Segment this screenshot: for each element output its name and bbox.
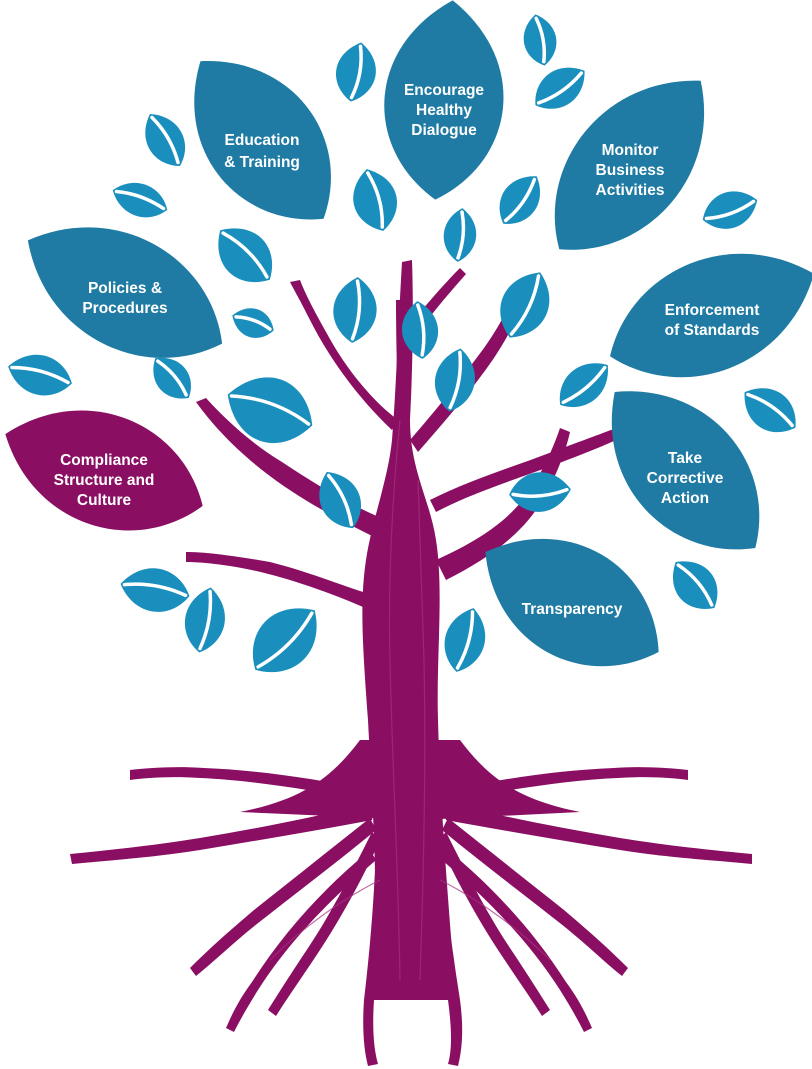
trunk-vein	[417, 479, 426, 981]
small-leaf	[319, 471, 362, 529]
leaf-label-line: Action	[661, 490, 709, 507]
small-leaf	[218, 228, 273, 283]
leaf-education-training: Education & Training	[194, 61, 331, 220]
small-leaf	[8, 354, 72, 396]
leaf-shape	[194, 61, 331, 220]
trunk-segment	[240, 740, 580, 820]
small-leaf	[232, 308, 274, 338]
small-leaf	[500, 272, 550, 338]
small-leaf	[535, 67, 585, 109]
leaf-transparency: Transparency	[485, 538, 659, 667]
leaf-label-line: Take	[668, 450, 703, 467]
leaf-label-line: Enforcement	[665, 302, 760, 319]
trunk-segment	[130, 767, 370, 800]
small-leaf	[120, 568, 190, 612]
tree-trunk-and-roots	[70, 260, 752, 1066]
trunk-segment	[442, 818, 628, 976]
small-leaf	[333, 277, 377, 343]
leaf-shape	[5, 410, 203, 531]
leaf-shape	[610, 253, 812, 378]
leaf-label-line: Business	[596, 162, 665, 179]
small-leaf	[444, 608, 486, 672]
leaf-shape	[27, 227, 223, 358]
small-leaf	[145, 114, 185, 166]
leaf-label-line: Procedures	[82, 300, 167, 317]
leaf-label-line: Structure and	[54, 472, 155, 489]
trunk-segment	[190, 818, 376, 976]
trunk-segment	[186, 552, 376, 610]
leaf-label-line: Activities	[596, 182, 665, 199]
trunk-segment	[442, 850, 592, 1032]
leaf-shape	[485, 538, 659, 667]
small-leaf	[673, 561, 718, 609]
small-leaf	[523, 14, 557, 66]
leaf-label-line: Encourage	[404, 82, 484, 99]
trunk-segment	[290, 280, 398, 430]
trunk-segment	[430, 848, 463, 1066]
leaf-label-line: Education	[225, 132, 300, 149]
small-leaf	[353, 169, 398, 231]
small-leaf	[443, 208, 477, 262]
leaf-label-line: Culture	[77, 492, 132, 509]
small-leaf	[744, 388, 796, 433]
small-leaf	[112, 182, 168, 218]
small-leaf	[227, 377, 313, 443]
labeled-leaves: Education & Training EncourageHealthyDialo…	[5, 0, 812, 667]
leaf-enforcement-of-standards: Enforcement of Standards	[610, 253, 812, 378]
small-leaf	[702, 191, 758, 229]
leaf-shape	[611, 391, 760, 550]
small-leaf	[559, 363, 608, 407]
decorative-leaves	[8, 14, 796, 673]
trunk-segment	[436, 428, 570, 580]
leaf-label-line: Compliance	[60, 452, 148, 469]
small-leaf	[184, 587, 225, 653]
trunk-segment	[226, 850, 376, 1032]
trunk-segment	[70, 802, 376, 864]
leaf-shape	[554, 80, 705, 250]
small-leaf	[509, 472, 571, 512]
leaf-label-line: & Training	[224, 154, 300, 171]
leaf-label-line: of Standards	[665, 322, 760, 339]
small-leaf	[499, 176, 541, 224]
small-leaf	[336, 42, 376, 102]
trunk-segment	[430, 428, 620, 512]
trunk-segment	[448, 767, 688, 800]
leaf-label-line: Dialogue	[411, 122, 477, 139]
trunk-vein	[269, 879, 381, 961]
trunk-vein	[439, 879, 551, 961]
small-leaf	[252, 608, 317, 673]
small-leaf	[402, 301, 439, 359]
leaf-shape	[384, 0, 504, 200]
leaf-label-line: Policies &	[88, 280, 162, 297]
leaf-label-line: Monitor	[602, 142, 659, 159]
small-leaf	[153, 357, 191, 399]
small-leaf	[434, 348, 475, 412]
leaf-label-line: Corrective	[647, 470, 724, 487]
leaf-label-line: Transparency	[522, 601, 623, 618]
trunk-segment	[363, 848, 386, 1066]
leaf-policies-procedures: Policies & Procedures	[27, 227, 223, 358]
leaf-label-line: Healthy	[416, 102, 472, 119]
trunk-vein	[388, 419, 401, 981]
trunk-segment	[442, 802, 752, 864]
